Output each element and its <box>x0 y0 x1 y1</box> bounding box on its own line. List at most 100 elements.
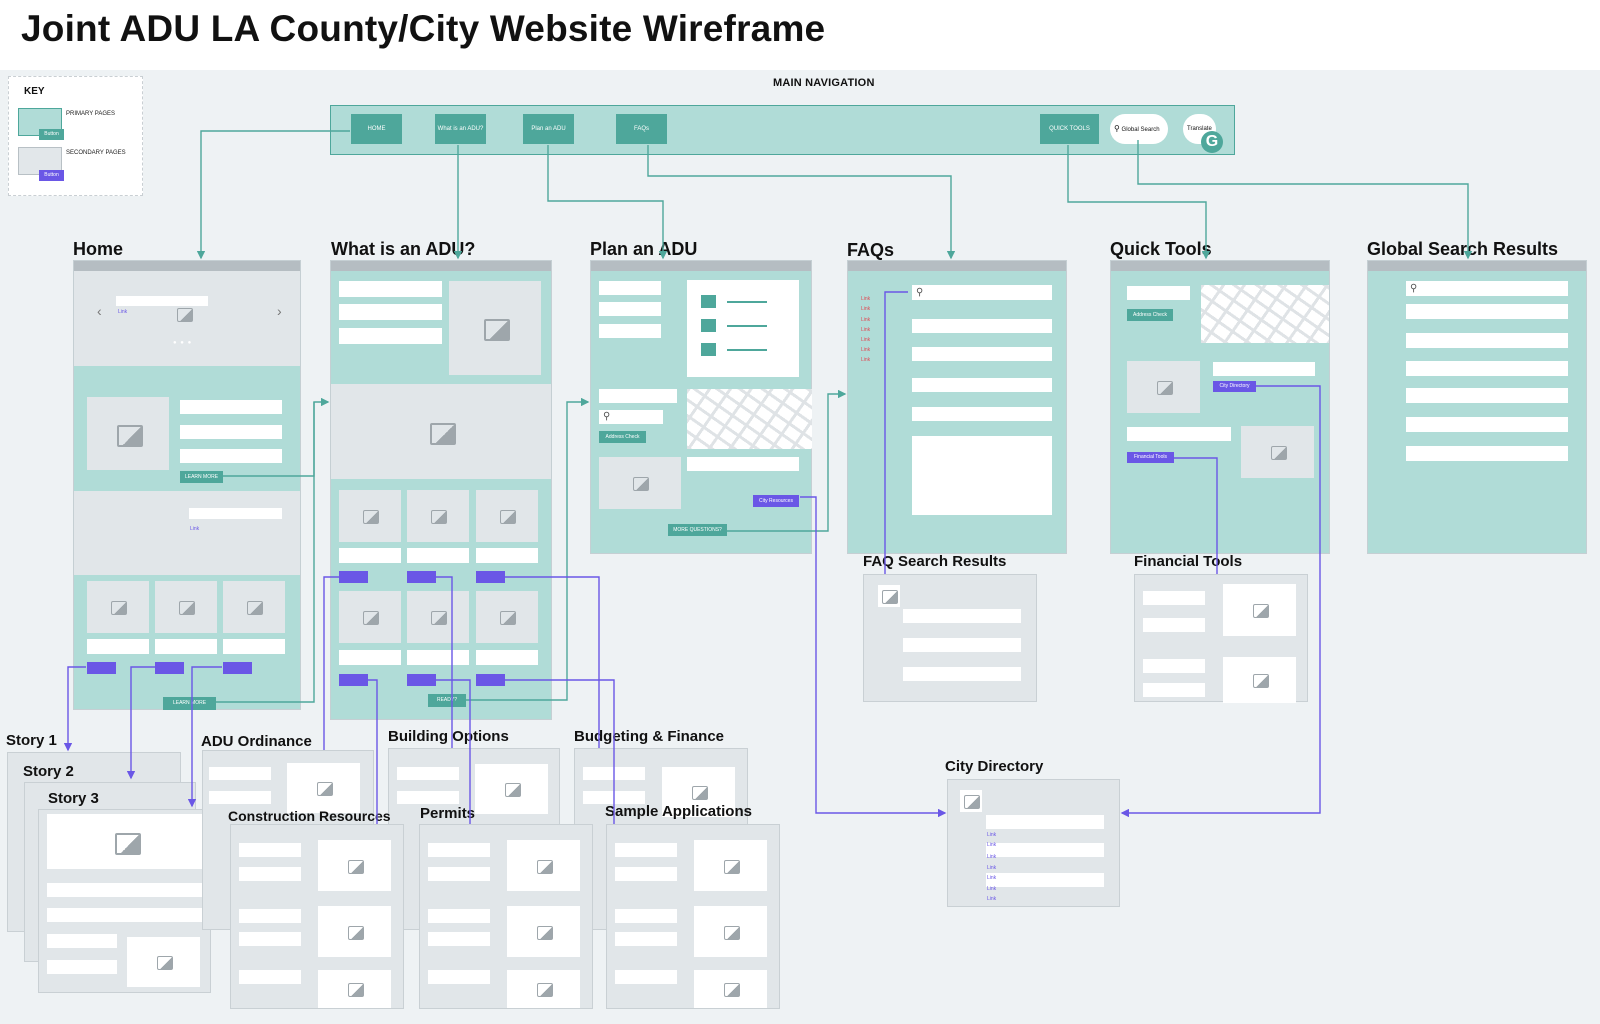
address-check-button[interactable]: Address Check <box>599 431 646 443</box>
text-line <box>428 932 490 946</box>
learn-more-bottom-button[interactable]: LEARN MORE <box>163 697 216 710</box>
nav-faqs-button[interactable]: FAQs <box>616 114 667 144</box>
directory-link[interactable]: Link <box>987 842 997 848</box>
title-story-2: Story 2 <box>23 763 74 780</box>
key-secondary-label: SECONDARY PAGES <box>66 150 126 156</box>
global-search-input[interactable]: ⚲ <box>1406 281 1568 296</box>
search-result[interactable] <box>1406 333 1568 348</box>
faq-item[interactable] <box>912 407 1052 421</box>
nav-plan-button[interactable]: Plan an ADU <box>523 114 574 144</box>
nav-home-button[interactable]: HOME <box>351 114 402 144</box>
directory-link[interactable]: Link <box>987 875 997 881</box>
title-quick: Quick Tools <box>1110 239 1212 259</box>
checklist-card <box>687 280 799 377</box>
faq-link[interactable]: Link <box>861 357 871 363</box>
text-line <box>180 425 282 439</box>
nav-global-search[interactable]: ⚲ Global Search <box>1110 114 1168 144</box>
story-1-button[interactable] <box>87 662 116 674</box>
window-bar <box>74 261 300 271</box>
what-is-adu-page: READY? <box>330 260 552 720</box>
feature-headline <box>189 508 282 519</box>
directory-link[interactable]: Link <box>987 854 997 860</box>
window-bar <box>331 261 551 271</box>
title-sample-applications: Sample Applications <box>605 803 752 820</box>
text-line <box>1143 618 1205 632</box>
nav-quick-tools-button[interactable]: QUICK TOOLS <box>1040 114 1099 144</box>
budgeting-button[interactable] <box>476 571 505 583</box>
faq-link[interactable]: Link <box>861 306 871 312</box>
hero-link[interactable]: Link <box>118 309 128 315</box>
text-line <box>339 304 442 320</box>
building-options-button[interactable] <box>407 571 436 583</box>
financial-tools-button[interactable]: Financial Tools <box>1127 452 1174 463</box>
title-faq-results: FAQ Search Results <box>863 553 1007 570</box>
address-search-input[interactable]: ⚲ <box>599 410 663 424</box>
search-result[interactable] <box>1406 304 1568 319</box>
directory-link[interactable]: Link <box>987 832 997 838</box>
chevron-right-icon[interactable]: › <box>277 303 282 319</box>
page-image <box>507 970 580 1008</box>
search-result[interactable] <box>1406 361 1568 376</box>
text-line <box>1127 427 1231 441</box>
key-primary-button: Button <box>39 129 64 140</box>
connector-home <box>196 130 350 260</box>
address-check-button[interactable]: Address Check <box>1127 309 1173 321</box>
text-line <box>209 767 271 780</box>
quick-tools-page: Address Check City Directory Financial T… <box>1110 260 1330 554</box>
carousel-dots[interactable]: ● ● ● <box>173 340 193 346</box>
option-caption <box>339 548 401 563</box>
more-questions-button[interactable]: MORE QUESTIONS? <box>668 524 727 536</box>
adu-ordinance-button[interactable] <box>339 571 368 583</box>
nav-global-search-label: Global Search <box>1121 127 1160 133</box>
story-2-button[interactable] <box>155 662 184 674</box>
faq-link[interactable]: Link <box>861 327 871 333</box>
faq-link[interactable]: Link <box>861 317 871 323</box>
text-line <box>1213 362 1315 376</box>
text-line <box>209 791 271 804</box>
directory-link[interactable]: Link <box>987 886 997 892</box>
city-directory-button[interactable]: City Directory <box>1213 381 1256 392</box>
city-directory-page: Link Link Link Link Link Link Link <box>947 779 1120 907</box>
option-image <box>407 591 469 643</box>
city-resources-button[interactable]: City Resources <box>753 495 799 507</box>
ready-button[interactable]: READY? <box>428 694 466 707</box>
story-3-button[interactable] <box>223 662 252 674</box>
title-financial: Financial Tools <box>1134 553 1243 570</box>
title-permits: Permits <box>420 805 476 822</box>
text-line <box>239 932 301 946</box>
faq-item[interactable] <box>912 319 1052 333</box>
nav-what-button[interactable]: What is an ADU? <box>435 114 486 144</box>
faq-link[interactable]: Link <box>861 347 871 353</box>
text-line <box>47 883 202 897</box>
faq-link[interactable]: Link <box>861 296 871 302</box>
legend-key: KEY Button PRIMARY PAGES Button SECONDAR… <box>8 76 143 196</box>
feature-link[interactable]: Link <box>190 526 200 532</box>
text-line <box>428 867 490 881</box>
text-line <box>239 909 301 923</box>
directory-line <box>986 873 1104 887</box>
faq-item[interactable] <box>912 347 1052 361</box>
directory-link[interactable]: Link <box>987 896 997 902</box>
checkbox-icon <box>701 295 716 308</box>
chevron-left-icon[interactable]: ‹ <box>97 303 102 319</box>
faq-link[interactable]: Link <box>861 337 871 343</box>
directory-link[interactable]: Link <box>987 865 997 871</box>
construction-button[interactable] <box>339 674 368 686</box>
search-result[interactable] <box>1406 417 1568 432</box>
samples-button[interactable] <box>476 674 505 686</box>
page-image <box>694 906 767 957</box>
search-result[interactable] <box>1406 446 1568 461</box>
learn-more-button[interactable]: LEARN MORE <box>180 471 223 483</box>
story-image-3 <box>223 581 285 633</box>
window-bar <box>848 261 1066 271</box>
result-line <box>903 667 1021 681</box>
faq-search-input[interactable]: ⚲ <box>912 285 1052 300</box>
search-icon: ⚲ <box>916 287 924 298</box>
permits-button[interactable] <box>407 674 436 686</box>
faq-results-page <box>863 574 1037 702</box>
google-translate-icon: G <box>1201 131 1223 153</box>
permits-page <box>419 824 593 1009</box>
title-story-1: Story 1 <box>6 732 57 749</box>
faq-item[interactable] <box>912 378 1052 392</box>
search-result[interactable] <box>1406 388 1568 403</box>
